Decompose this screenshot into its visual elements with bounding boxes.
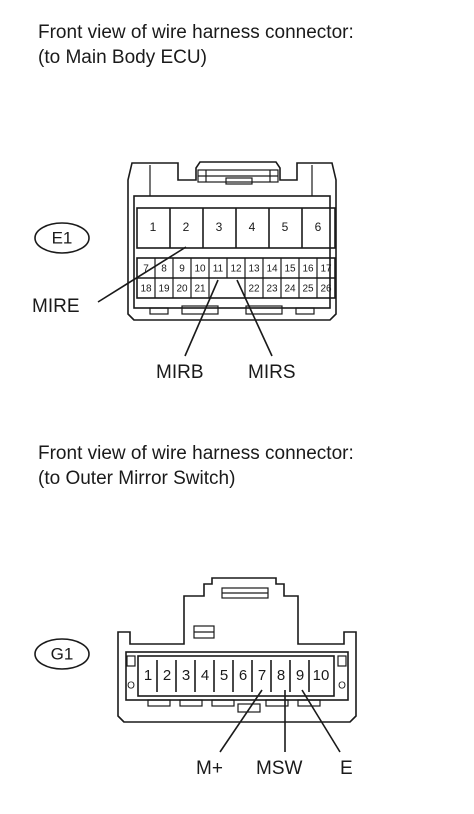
e1-leader-mire [97, 246, 187, 303]
g1-pin-9: 9 [296, 667, 304, 684]
g1-caption-line-1: Front view of wire harness connector: [38, 443, 354, 464]
e1-bottom-keys [149, 305, 315, 315]
g1-signal-e: E [340, 758, 353, 779]
g1-pin-7: 7 [258, 667, 266, 684]
g1-signal-m-plus: M+ [196, 758, 223, 779]
g1-latch [193, 587, 269, 639]
g1-pin-1: 1 [144, 667, 152, 684]
e1-pin-1: 1 [150, 220, 157, 234]
e1-caption: Front view of wire harness connector: (t… [38, 20, 354, 70]
e1-housing-outline [127, 161, 337, 321]
g1-pin-8: 8 [277, 667, 285, 684]
g1-cavity [125, 651, 349, 701]
e1-pin-26: 26 [320, 284, 332, 295]
g1-pin-5: 5 [220, 667, 228, 684]
e1-pin-14: 14 [266, 264, 278, 275]
e1-pin-13: 13 [248, 264, 260, 275]
e1-signal-mire: MIRE [32, 296, 80, 317]
e1-signal-mirb: MIRB [156, 362, 204, 383]
e1-pin-22: 22 [248, 284, 260, 295]
e1-cavity [133, 195, 331, 309]
e1-pin-25: 25 [302, 284, 314, 295]
e1-caption-line-1: Front view of wire harness connector: [38, 22, 354, 43]
g1-pin-4: 4 [201, 667, 209, 684]
g1-right-mark: O [338, 681, 346, 692]
g1-bottom-keys [147, 699, 321, 713]
e1-latch [197, 169, 279, 185]
e1-connector: 1 2 3 4 5 6 7 8 9 10 11 12 13 14 15 16 1 [32, 161, 337, 383]
g1-left-post [126, 655, 136, 667]
g1-leader-e [301, 689, 341, 753]
e1-pin-24: 24 [284, 284, 296, 295]
e1-pin-10: 10 [194, 264, 206, 275]
e1-pin-23: 23 [266, 284, 278, 295]
e1-signal-mirs: MIRS [248, 362, 296, 383]
e1-pin-20: 20 [176, 284, 188, 295]
e1-upper-dividers [169, 208, 303, 248]
g1-code-label: G1 [51, 644, 74, 663]
e1-pin-4: 4 [249, 220, 256, 234]
e1-pin-21: 21 [194, 284, 206, 295]
e1-middle-dividers [154, 258, 318, 298]
e1-pin-12: 12 [230, 264, 242, 275]
g1-caption-line-2: (to Outer Mirror Switch) [38, 468, 236, 489]
e1-code-label: E1 [52, 228, 73, 247]
g1-pin-6: 6 [239, 667, 247, 684]
g1-caption: Front view of wire harness connector: (t… [38, 441, 354, 491]
e1-leader-mirs [236, 279, 273, 357]
g1-pin-10: 10 [313, 667, 330, 684]
g1-signal-msw: MSW [256, 758, 303, 779]
e1-pin-16: 16 [302, 264, 314, 275]
g1-pin-3: 3 [182, 667, 190, 684]
g1-terminal-block [137, 655, 335, 697]
e1-pin-9: 9 [179, 264, 185, 275]
e1-pin-11: 11 [213, 264, 224, 275]
e1-pin-8: 8 [161, 264, 167, 275]
e1-pin-5: 5 [282, 220, 289, 234]
e1-pin-2: 2 [183, 220, 190, 234]
e1-pin-6: 6 [315, 220, 322, 234]
e1-caption-line-2: (to Main Body ECU) [38, 47, 207, 68]
g1-left-mark: O [127, 681, 135, 692]
e1-pin-15: 15 [284, 264, 296, 275]
e1-code-badge [34, 222, 90, 254]
g1-connector: 1 2 3 4 5 6 7 8 9 10 O O G1 M+ MSW [34, 577, 357, 779]
g1-pin-2: 2 [163, 667, 171, 684]
e1-pin-18: 18 [140, 284, 152, 295]
g1-dividers [156, 660, 310, 692]
g1-right-post [337, 655, 347, 667]
e1-pin-7: 7 [143, 264, 149, 275]
e1-leader-mirb [184, 279, 219, 357]
g1-housing-outline [117, 577, 357, 723]
e1-pin-19: 19 [158, 284, 170, 295]
g1-leader-m-plus [219, 689, 263, 753]
g1-code-badge [34, 638, 90, 670]
e1-pin-3: 3 [216, 220, 223, 234]
e1-pin-17: 17 [320, 264, 332, 275]
